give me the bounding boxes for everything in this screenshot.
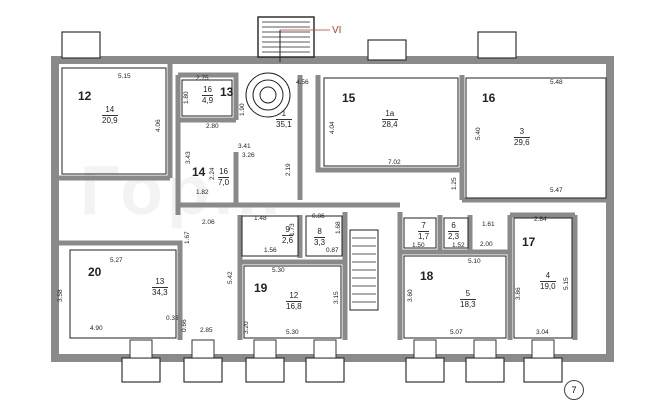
dimension: 4.06	[155, 119, 162, 132]
dimension: 1.25	[451, 177, 458, 190]
dimension: 4.56	[296, 79, 309, 86]
dimension: 3.43	[185, 151, 192, 164]
dimension: 5.27	[110, 257, 123, 264]
dimension: 5.30	[272, 267, 285, 274]
dimension: 3.26	[242, 152, 255, 159]
window-bay	[61, 31, 101, 59]
room-number-13: 13	[220, 85, 234, 99]
dimension: 3.15	[333, 291, 340, 304]
dimension: 5.07	[450, 329, 463, 336]
dimension: 3.20	[243, 321, 250, 334]
dimension: 2.06	[202, 219, 215, 226]
dimension: 5.42	[227, 271, 234, 284]
dimension: 1.73	[289, 223, 296, 236]
dimension: 2.19	[285, 163, 292, 176]
dimension: 1.56	[264, 247, 277, 254]
dimension: 0.33	[166, 315, 179, 322]
dimension: 2.75	[196, 75, 209, 82]
stair-mark: VI	[332, 25, 342, 36]
dimension: 1.90	[239, 103, 246, 116]
dimension: 5.15	[563, 277, 570, 290]
dimension: 3.41	[238, 143, 251, 150]
dimension: 0.66	[181, 319, 188, 332]
dimension: 3.60	[407, 289, 414, 302]
dimension: 1.52	[452, 242, 465, 249]
dimension: 1.68	[335, 221, 342, 234]
dimension: 5.15	[118, 73, 131, 80]
dimension: 1.48	[254, 215, 267, 222]
stair-treads	[262, 21, 310, 53]
room-number-20: 20	[88, 265, 102, 279]
dimension: 1.80	[183, 91, 190, 104]
dimension: 4.90	[90, 325, 103, 332]
dimension: 1.67	[184, 231, 191, 244]
room-number-17: 17	[522, 235, 536, 249]
room-number-15: 15	[342, 91, 356, 105]
room-number-18: 18	[420, 269, 434, 283]
dimension: 1.82	[196, 189, 209, 196]
dimension: 2.24	[209, 167, 216, 180]
dimension: 2.84	[534, 216, 547, 223]
window-bay	[367, 39, 407, 61]
dimension: 1.50	[412, 242, 425, 249]
dimension: 5.30	[286, 329, 299, 336]
dimension: 5.48	[550, 79, 563, 86]
dimension: 5.47	[550, 187, 563, 194]
dimension: 7.02	[388, 159, 401, 166]
dimension: 3.58	[57, 289, 64, 302]
room-number-14: 14	[192, 165, 206, 179]
room-number-12: 12	[78, 89, 92, 103]
dimension: 5.40	[475, 127, 482, 140]
outer-wall	[51, 56, 614, 362]
dimension: 2.00	[480, 241, 493, 248]
dimension: 4.04	[329, 121, 336, 134]
dimension: 2.80	[206, 123, 219, 130]
room-number-16: 16	[482, 91, 496, 105]
dimension: 0.87	[326, 247, 339, 254]
dimension: 0.86	[312, 213, 325, 220]
axis-marker: 7	[564, 380, 584, 400]
dimension: 5.10	[468, 258, 481, 265]
room-outline	[61, 67, 167, 175]
dimension: 3.04	[536, 329, 549, 336]
spiral-stair	[245, 72, 291, 118]
dimension: 3.86	[515, 287, 522, 300]
room-number-19: 19	[254, 281, 268, 295]
window-bay	[477, 31, 517, 59]
dimension: 1.61	[482, 221, 495, 228]
dimension: 2.85	[200, 327, 213, 334]
